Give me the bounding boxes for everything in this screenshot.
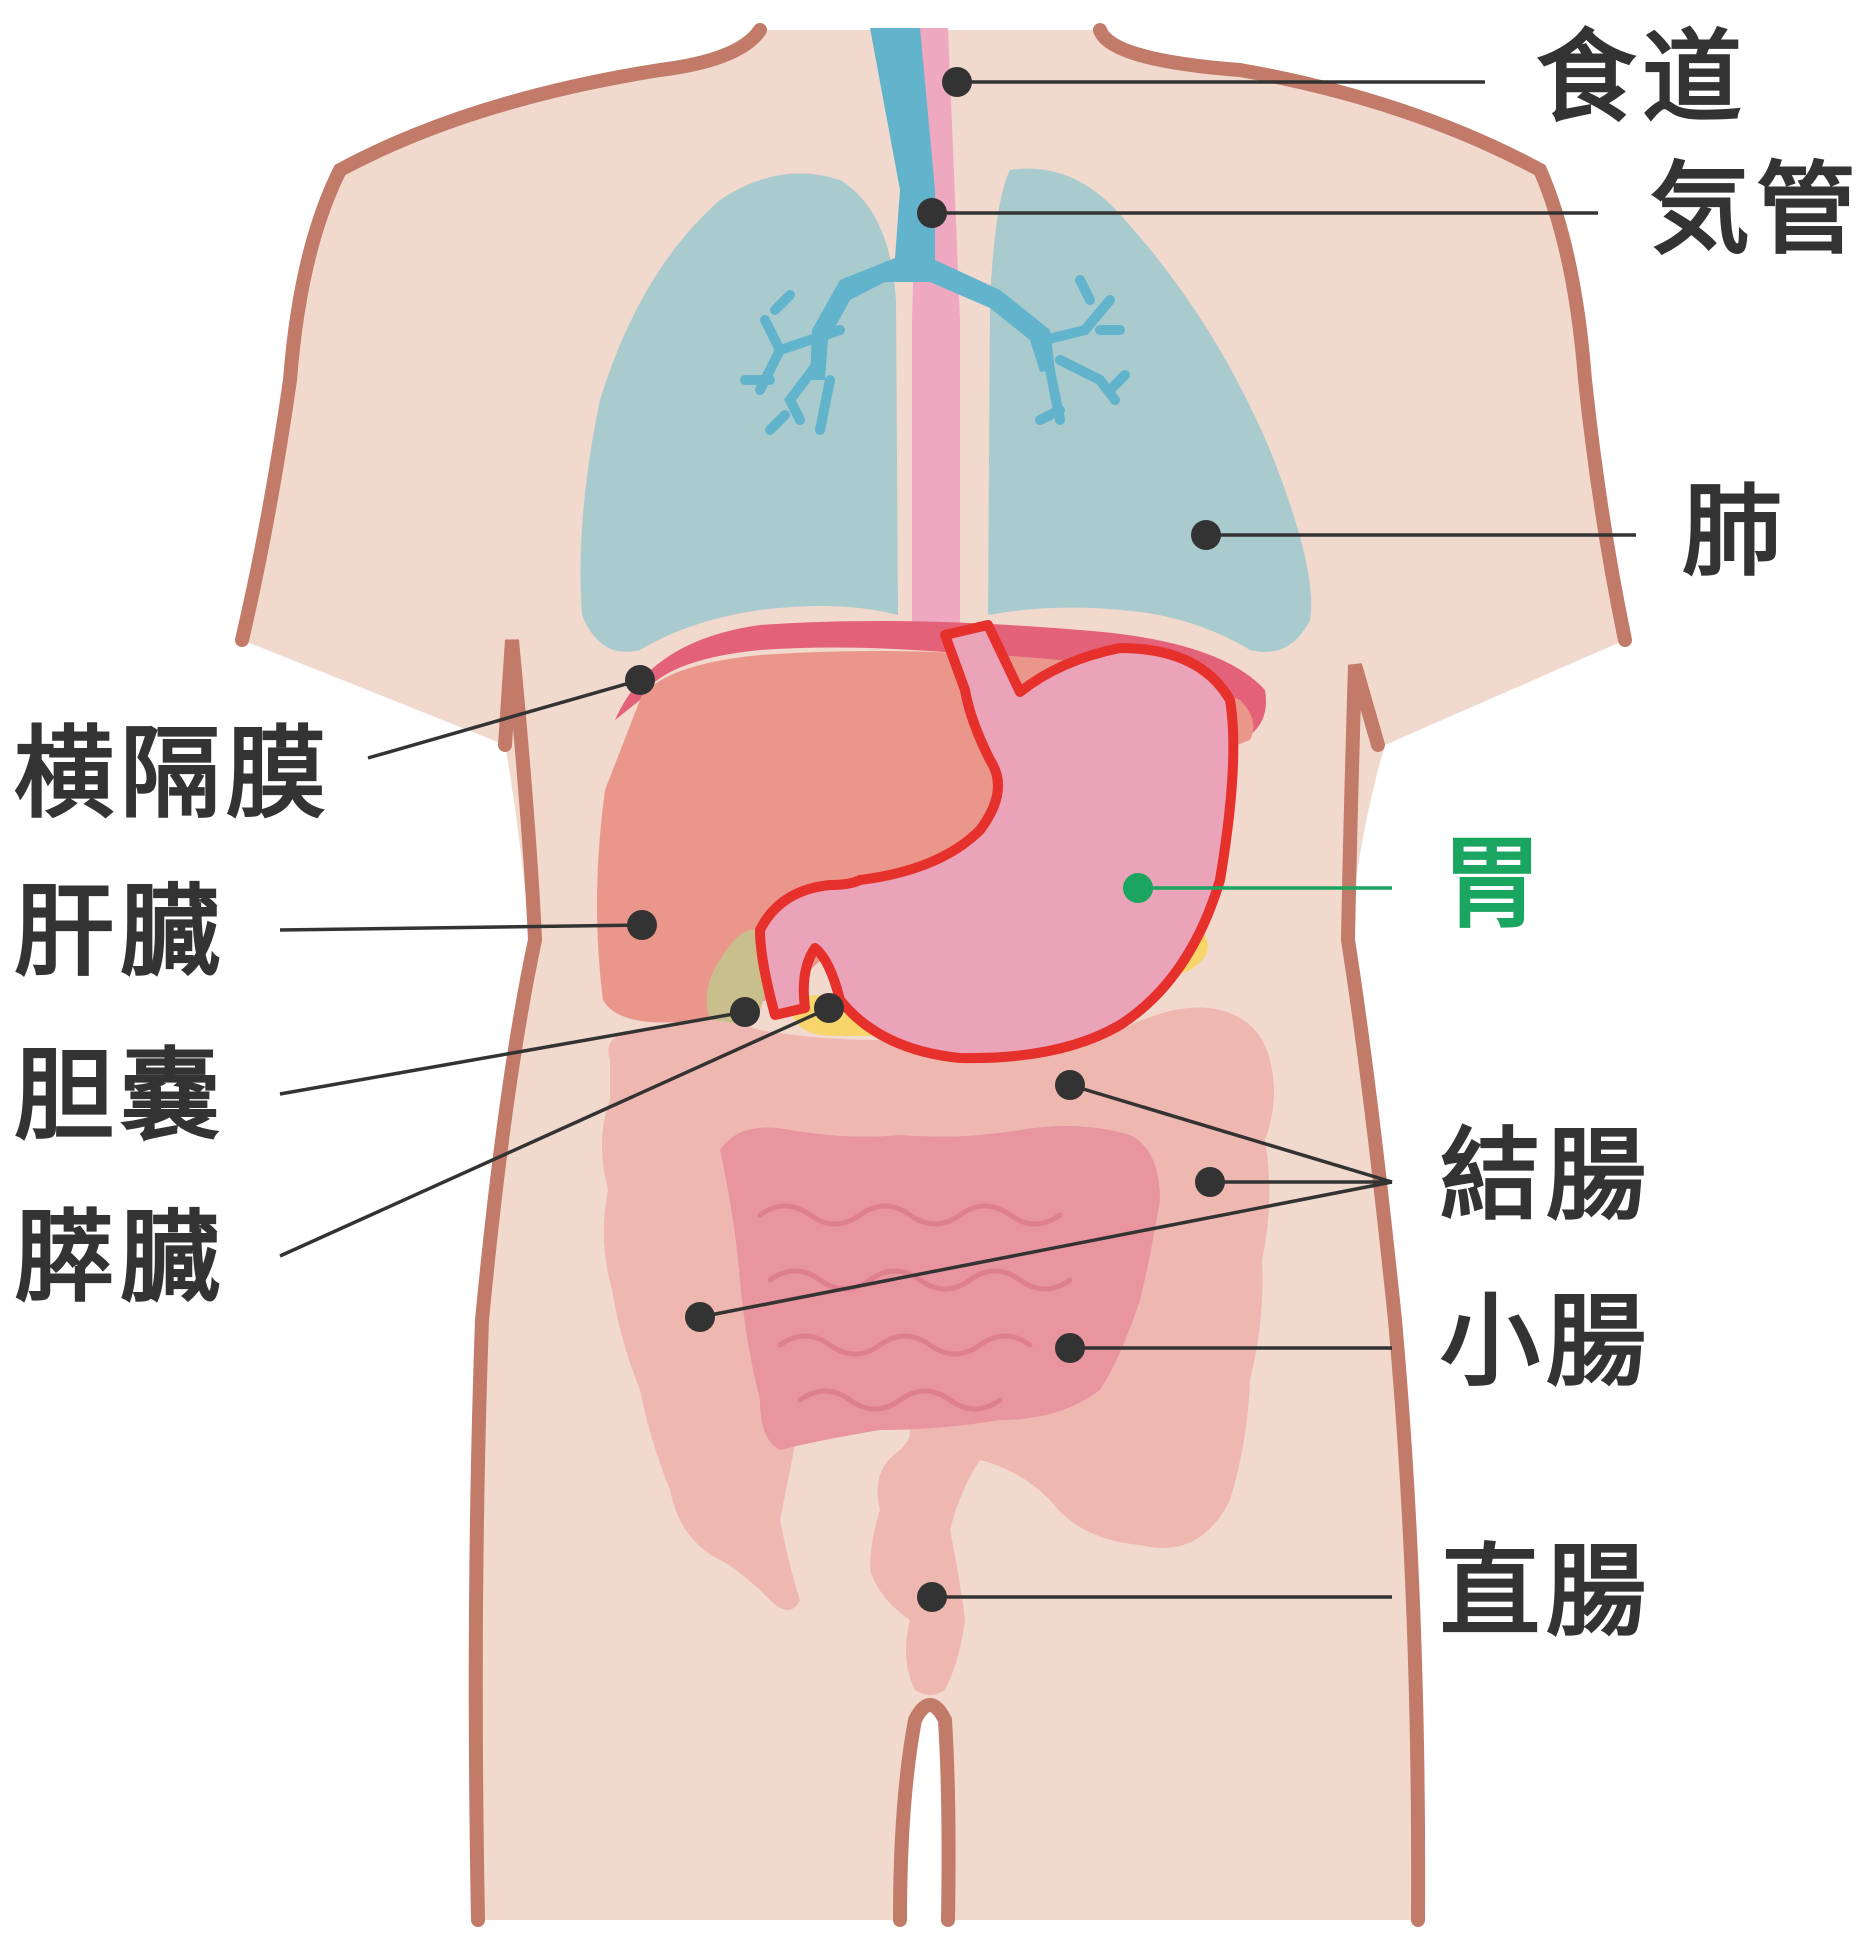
label-gallbladder: 胆嚢 xyxy=(14,1037,226,1154)
leader-colon-1 xyxy=(1069,1083,1393,1184)
dot-icon xyxy=(942,67,972,97)
label-rectum: 直腸 xyxy=(1440,1533,1652,1650)
dot-icon xyxy=(917,1582,947,1612)
label-stomach: 胃 xyxy=(1442,825,1548,942)
leader-gallbladder xyxy=(279,1010,746,1096)
leader-colon-3 xyxy=(699,1180,1393,1319)
dot-icon xyxy=(627,910,657,940)
dot-icon xyxy=(917,198,947,228)
crotch-outline xyxy=(893,1698,956,1927)
left-bronchi xyxy=(740,290,845,435)
leader-lines xyxy=(279,80,1636,1599)
leader-pancreas xyxy=(279,1006,830,1258)
right-bronchi xyxy=(1035,275,1130,425)
label-diaphragm: 横隔膜 xyxy=(14,715,332,832)
leader-diaphragm xyxy=(367,678,641,760)
label-colon: 結腸 xyxy=(1440,1117,1652,1234)
intestine-fold-lines xyxy=(757,1203,1073,1412)
dot-icon xyxy=(1055,1333,1085,1363)
right-shoulder-outline xyxy=(1093,23,1632,647)
marker-dots xyxy=(625,67,1225,1612)
dot-icon xyxy=(1123,873,1153,903)
dot-icon xyxy=(1055,1070,1085,1100)
dot-icon xyxy=(1195,1167,1225,1197)
dot-icon xyxy=(814,993,844,1023)
label-small-intestine: 小腸 xyxy=(1440,1283,1652,1400)
left-side-outline xyxy=(468,639,543,1927)
left-shoulder-outline xyxy=(235,23,767,647)
dot-icon xyxy=(1191,520,1221,550)
left-lung xyxy=(580,173,898,652)
leader-liver xyxy=(279,923,643,932)
right-side-outline xyxy=(1340,663,1426,1927)
dot-icon xyxy=(625,665,655,695)
right-lung xyxy=(988,168,1312,653)
label-esophagus: 食道 xyxy=(1536,19,1748,136)
label-liver: 肝臓 xyxy=(14,873,226,990)
label-trachea: 気管 xyxy=(1650,151,1862,268)
dot-icon xyxy=(730,997,760,1027)
dot-icon xyxy=(685,1302,715,1332)
label-lung: 肺 xyxy=(1682,473,1788,590)
label-pancreas: 膵臓 xyxy=(14,1199,226,1316)
